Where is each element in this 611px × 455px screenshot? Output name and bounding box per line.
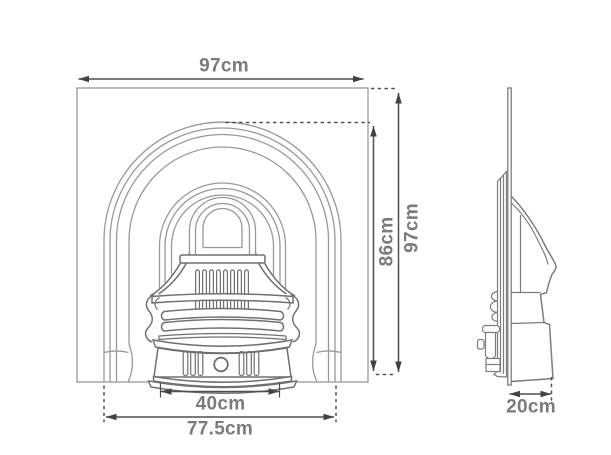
- basket-lower-rail: [158, 332, 287, 341]
- label-grate-width: 40cm: [196, 394, 246, 415]
- scroll-right: [290, 293, 301, 343]
- fire-basket: [144, 293, 301, 354]
- tombstone-window: [188, 196, 257, 256]
- canopy-top-plate: [179, 254, 266, 264]
- drum-slats: [182, 350, 260, 377]
- ash-cover-drum: [147, 347, 298, 394]
- label-arch-height: 86cm: [377, 217, 398, 267]
- front-view-canopy-and-basket: [144, 254, 301, 394]
- dimension-lines: [78, 75, 553, 423]
- dim-grate-width: [159, 382, 281, 398]
- side-firebox-profile: [510, 195, 557, 383]
- dim-arch-height: [225, 121, 377, 372]
- dimension-labels: 97cm 86cm 97cm 40cm 77.5cm 20cm: [187, 56, 556, 440]
- dim-base-width: [103, 385, 337, 423]
- left-foot-moulding: [103, 350, 129, 354]
- side-backplate-edge: [507, 87, 512, 386]
- dim-depth: [509, 376, 553, 401]
- front-bar-1: [160, 307, 285, 321]
- ash-cover-knob: [213, 356, 229, 373]
- label-base-width: 77.5cm: [187, 419, 253, 440]
- side-frame-panel: [493, 169, 508, 378]
- right-foot-moulding: [316, 350, 342, 354]
- dim-overall-height: [370, 87, 402, 376]
- side-view-profile: [476, 87, 557, 386]
- label-depth: 20cm: [506, 397, 556, 418]
- scroll-left: [144, 293, 155, 343]
- label-overall-width: 97cm: [199, 56, 249, 77]
- front-bar-2: [160, 318, 285, 332]
- basket-top-rail: [151, 293, 294, 304]
- drum-bottom-band: [152, 375, 293, 388]
- backplate-outline: [76, 87, 369, 383]
- outer-arch-moulding: [103, 121, 342, 383]
- label-overall-height: 97cm: [402, 203, 423, 253]
- side-fixing-lugs: [476, 290, 501, 373]
- front-view-backplate-and-arches: [76, 87, 369, 383]
